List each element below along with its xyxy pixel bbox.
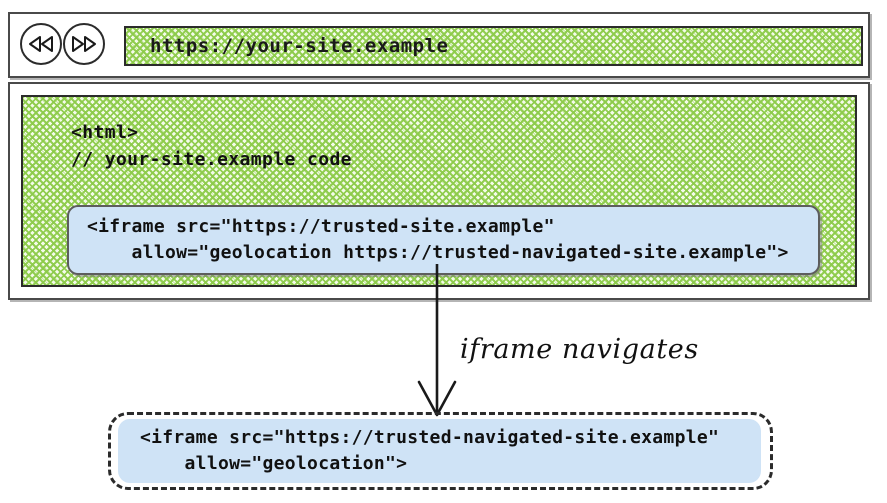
- browser-chrome-bar: https://your-site.example: [8, 12, 870, 78]
- iframe-navigates-label: iframe navigates: [460, 334, 699, 365]
- url-bar[interactable]: https://your-site.example: [124, 26, 863, 66]
- fast-forward-icon: [71, 35, 97, 53]
- navigation-buttons: [20, 23, 105, 65]
- navigated-iframe-code: <iframe src="https://trusted-navigated-s…: [140, 426, 720, 474]
- iframe-embed-code: <iframe src="https://trusted-site.exampl…: [87, 215, 789, 263]
- your-site-document-area: <html> // your-site.example code <iframe…: [21, 95, 857, 287]
- url-text: https://your-site.example: [150, 35, 449, 57]
- navigated-iframe-outline: [108, 412, 773, 490]
- page-content-frame: <html> // your-site.example code <iframe…: [8, 82, 870, 300]
- back-button[interactable]: [20, 23, 62, 65]
- outer-html-code: <html> // your-site.example code: [71, 122, 352, 170]
- navigated-iframe-card: <iframe src="https://trusted-navigated-s…: [118, 419, 761, 483]
- forward-button[interactable]: [63, 23, 105, 65]
- rewind-icon: [28, 35, 54, 53]
- iframe-embed-card: <iframe src="https://trusted-site.exampl…: [67, 205, 820, 275]
